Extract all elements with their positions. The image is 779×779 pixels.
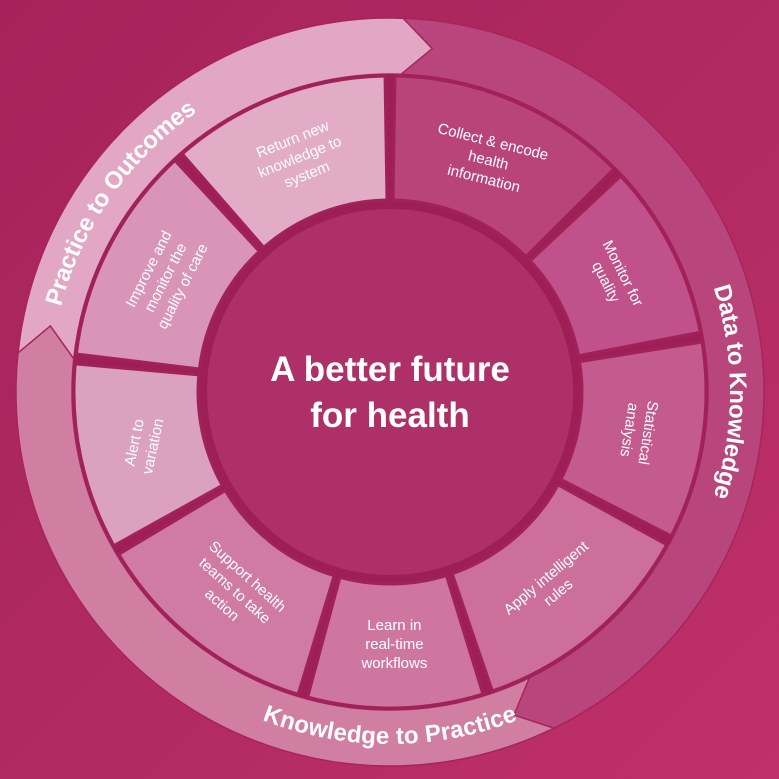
segment-improve: Improve andmonitor thequality of care <box>74 158 262 371</box>
segment-return: Return newknowledge tosystem <box>180 74 389 250</box>
step-segments: Collect & encodehealthinformationMonitor… <box>72 74 708 710</box>
segment-apply: Apply intelligentrules <box>450 482 669 693</box>
segment-shape-learn <box>305 573 485 710</box>
segment-collect: Collect & encodehealthinformation <box>391 74 616 259</box>
segment-statistical: Statisticalanalysis <box>558 340 708 538</box>
segment-shape-monitor <box>528 173 703 358</box>
center-title-line-2: for health <box>310 396 469 435</box>
segment-shape-improve <box>74 158 262 371</box>
segment-monitor: Monitor forquality <box>528 173 703 358</box>
segment-shape-return <box>180 74 389 250</box>
center-title-line-1: A better future <box>270 350 510 389</box>
segment-shape-apply <box>450 482 669 693</box>
segment-shape-collect <box>391 74 616 259</box>
segment-shape-alert <box>72 362 225 548</box>
segment-alert: Alert tovariation <box>72 362 225 548</box>
segment-shape-support <box>116 488 337 697</box>
segment-shape-statistical <box>558 340 708 538</box>
center-circle <box>201 203 579 581</box>
segment-support: Support healthteams to takeaction <box>116 488 337 697</box>
